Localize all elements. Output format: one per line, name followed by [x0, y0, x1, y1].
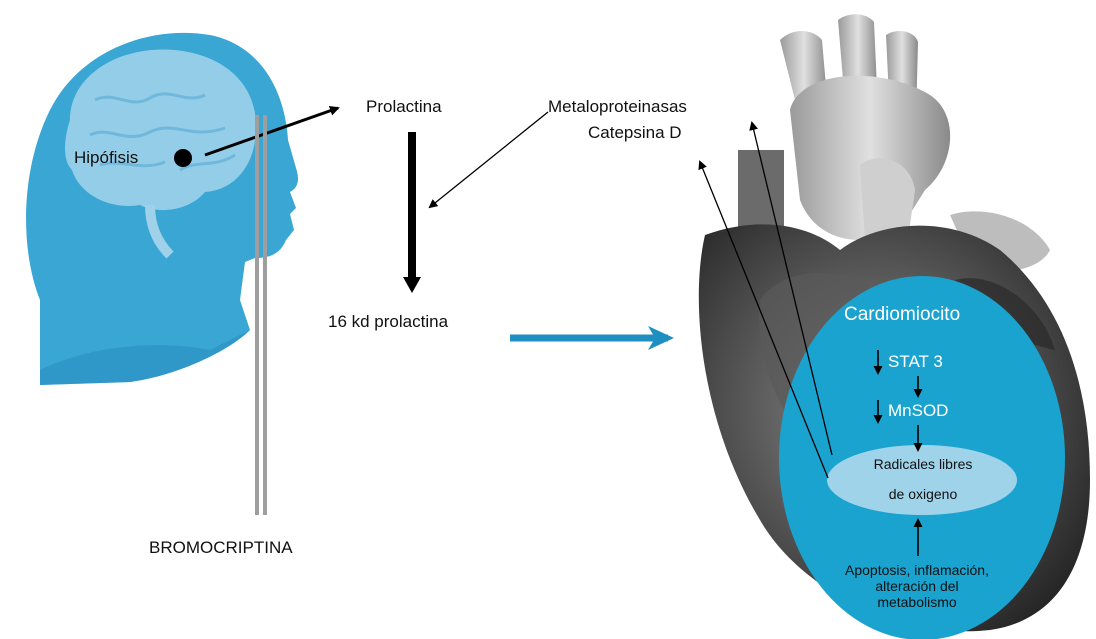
label-apoptosis-line1: Apoptosis, inflamación, [812, 562, 1022, 578]
label-stat3: STAT 3 [888, 352, 943, 372]
label-apoptosis-line3: metabolismo [812, 594, 1022, 610]
label-catepsina: Catepsina D [588, 123, 682, 143]
label-apoptosis-line2: alteración del [812, 578, 1022, 594]
arrow-metaloproteinasas [430, 112, 548, 207]
label-hipofisis: Hipófisis [74, 148, 138, 168]
label-cardiomiocito: Cardiomiocito [844, 304, 960, 326]
label-bromocriptina: BROMOCRIPTINA [149, 538, 293, 558]
label-16kd-prolactina: 16 kd prolactina [328, 312, 448, 332]
label-radicales-line1: Radicales libres [838, 456, 1008, 472]
label-prolactina: Prolactina [366, 97, 442, 117]
label-mnsod: MnSOD [888, 401, 948, 421]
label-metaloproteinasas: Metaloproteinasas [548, 97, 687, 117]
hypophysis-dot [174, 149, 192, 167]
label-radicales-line2: de oxigeno [838, 486, 1008, 502]
